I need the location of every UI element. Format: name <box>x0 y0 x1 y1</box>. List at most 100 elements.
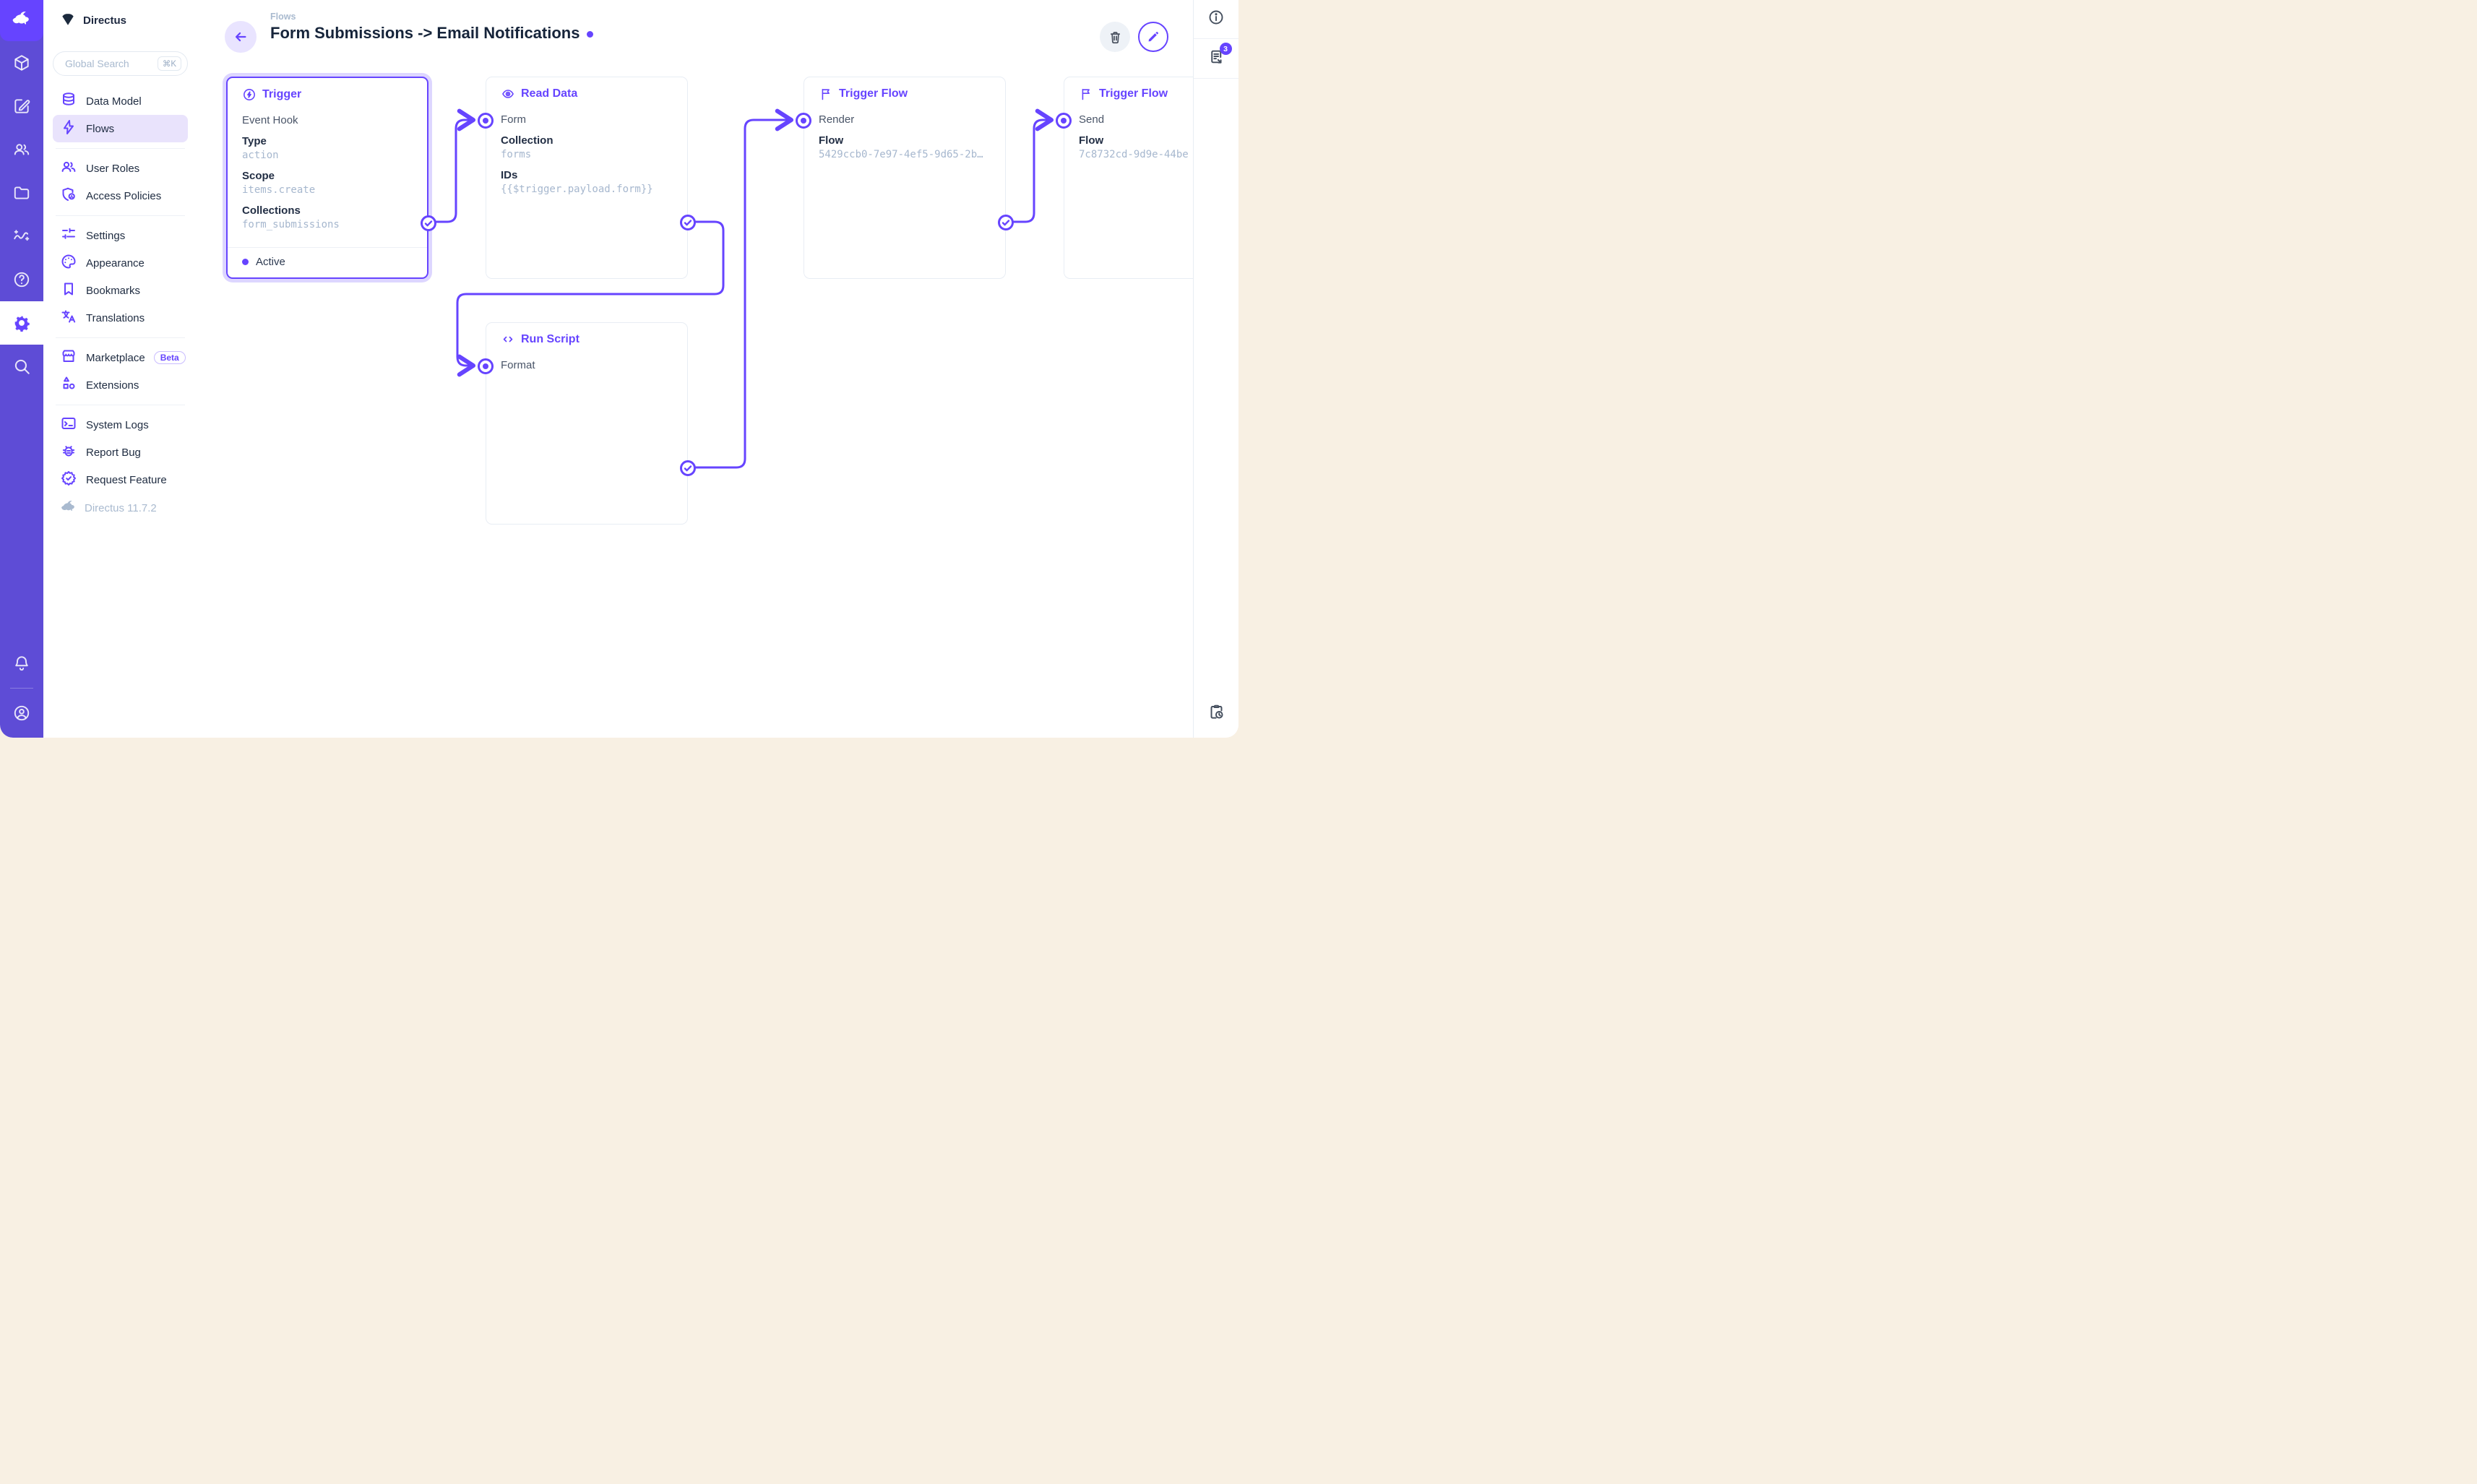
check-icon <box>684 220 692 226</box>
sidebar-item-marketplace[interactable]: Marketplace Beta <box>53 344 188 371</box>
panel-trigger-flow-title: Trigger Flow <box>819 87 991 101</box>
flag-icon <box>822 88 830 100</box>
panel-trigger-flow-render[interactable]: Trigger Flow Render Flow 5429ccb0-7e97-4… <box>796 77 1014 279</box>
trigger-kind: Event Hook <box>242 114 298 126</box>
version-label: Directus 11.7.2 <box>85 501 157 514</box>
port-read-data-resolve[interactable] <box>680 215 696 230</box>
pencil-icon <box>1148 32 1158 42</box>
terminal-icon <box>60 415 77 435</box>
field-value: action <box>242 150 279 161</box>
breadcrumb[interactable]: Flows <box>270 12 296 22</box>
unsaved-dot <box>587 31 594 38</box>
bug-icon <box>60 442 77 462</box>
back-button[interactable] <box>225 21 257 53</box>
nav-sidebar: Directus ⌘K Data Model Flows User Roles … <box>43 0 197 738</box>
panel-trigger[interactable]: Trigger Event Hook Type action Scope ite… <box>226 77 436 279</box>
version-row: Directus 11.7.2 <box>53 498 188 518</box>
sidebar-item-data-model[interactable]: Data Model <box>53 87 188 115</box>
account-button[interactable] <box>0 691 43 735</box>
sidebar-item-label: Bookmarks <box>86 284 141 297</box>
module-users[interactable] <box>0 128 43 171</box>
eye-icon <box>502 90 514 98</box>
check-icon <box>424 220 433 227</box>
module-bar <box>0 0 43 738</box>
rabbit-logo-icon <box>11 8 33 33</box>
sidebar-item-label: Marketplace <box>86 351 145 364</box>
panel-name: Render <box>819 113 855 126</box>
shield-user-icon <box>60 186 77 206</box>
bookmark-icon <box>60 280 77 301</box>
port-trigger-resolve[interactable] <box>421 215 436 231</box>
port-trigger-flow-render-input[interactable] <box>796 113 811 129</box>
port-trigger-flow-render-resolve[interactable] <box>998 215 1014 230</box>
trash-icon <box>1110 31 1120 43</box>
sidebar-item-report-bug[interactable]: Report Bug <box>53 439 188 466</box>
rail-divider <box>1194 38 1238 39</box>
sidebar-item-request-feature[interactable]: Request Feature <box>53 466 188 493</box>
directus-logo-tile[interactable] <box>0 0 43 41</box>
sidebar-item-access-policies[interactable]: Access Policies <box>53 182 188 210</box>
notifications-button[interactable] <box>0 642 43 685</box>
sidebar-item-user-roles[interactable]: User Roles <box>53 155 188 182</box>
sidebar-item-extensions[interactable]: Extensions <box>53 371 188 399</box>
flag-icon <box>1082 88 1090 100</box>
translate-icon <box>60 308 77 328</box>
field-value: {{$trigger.payload.form}} <box>501 184 653 195</box>
database-icon <box>60 91 77 111</box>
status-label: Active <box>256 256 285 268</box>
field-label: Scope <box>242 170 275 182</box>
field-value: items.create <box>242 184 316 196</box>
sidebar-item-label: Access Policies <box>86 189 162 202</box>
wire-trigger-flow-render-to-send <box>1012 108 1054 223</box>
right-rail: 3 <box>1193 0 1238 738</box>
trigger-status: Active <box>228 247 427 277</box>
arrow-left-icon <box>235 32 246 42</box>
sidebar-item-translations[interactable]: Translations <box>53 304 188 332</box>
sidebar-item-label: Request Feature <box>86 473 167 486</box>
pending-revisions-button[interactable] <box>1207 703 1225 725</box>
panel-read-data[interactable]: Read Data Form Collection forms IDs {{$t… <box>478 77 696 279</box>
field-label: Type <box>242 135 267 147</box>
module-settings[interactable] <box>0 301 43 345</box>
panel-trigger-title: Trigger <box>242 87 413 102</box>
sidebar-item-appearance[interactable]: Appearance <box>53 249 188 277</box>
sidebar-item-system-logs[interactable]: System Logs <box>53 411 188 439</box>
clipboard-clock-icon <box>1210 704 1223 719</box>
field-label: Flow <box>1079 134 1104 147</box>
panel-run-script[interactable]: Run Script Format <box>478 322 696 525</box>
port-trigger-flow-send-input[interactable] <box>1056 113 1072 129</box>
port-run-script-resolve[interactable] <box>680 460 696 476</box>
port-read-data-input[interactable] <box>478 113 494 129</box>
sidebar-item-settings[interactable]: Settings <box>53 222 188 249</box>
module-help[interactable] <box>0 258 43 301</box>
panel-trigger-flow-title: Trigger Flow <box>1079 87 1193 101</box>
module-search[interactable] <box>0 345 43 388</box>
module-content[interactable] <box>0 41 43 85</box>
check-icon <box>684 465 692 472</box>
panel-trigger-flow-send[interactable]: Trigger Flow Send Flow 7c8732cd-9d9e-44b… <box>1056 77 1193 279</box>
edit-flow-button[interactable] <box>1138 22 1168 52</box>
global-search[interactable]: ⌘K <box>53 51 188 76</box>
port-run-script-input[interactable] <box>478 358 494 374</box>
info-button[interactable] <box>1207 9 1225 30</box>
search-input[interactable] <box>65 58 152 69</box>
palette-icon <box>60 253 77 273</box>
sidebar-item-flows[interactable]: Flows <box>53 115 188 142</box>
module-bar-divider <box>10 688 33 689</box>
logs-count-badge: 3 <box>1219 43 1232 55</box>
delete-flow-button[interactable] <box>1100 22 1130 52</box>
extensions-icon <box>60 375 77 395</box>
sidebar-item-bookmarks[interactable]: Bookmarks <box>53 277 188 304</box>
logs-button[interactable]: 3 <box>1207 43 1232 69</box>
project-header[interactable]: Directus <box>53 0 188 41</box>
flow-canvas[interactable]: Flows Form Submissions -> Email Notifica… <box>197 0 1193 738</box>
sidebar-item-label: Translations <box>86 311 145 324</box>
directus-app: Directus ⌘K Data Model Flows User Roles … <box>0 0 1238 738</box>
module-insights[interactable] <box>0 215 43 258</box>
info-icon <box>1209 10 1223 25</box>
wire-run-script-to-trigger-flow-render <box>694 108 794 469</box>
panel-name: Form <box>501 113 526 126</box>
module-editor[interactable] <box>0 85 43 128</box>
panel-name: Format <box>501 359 535 371</box>
module-files[interactable] <box>0 171 43 215</box>
